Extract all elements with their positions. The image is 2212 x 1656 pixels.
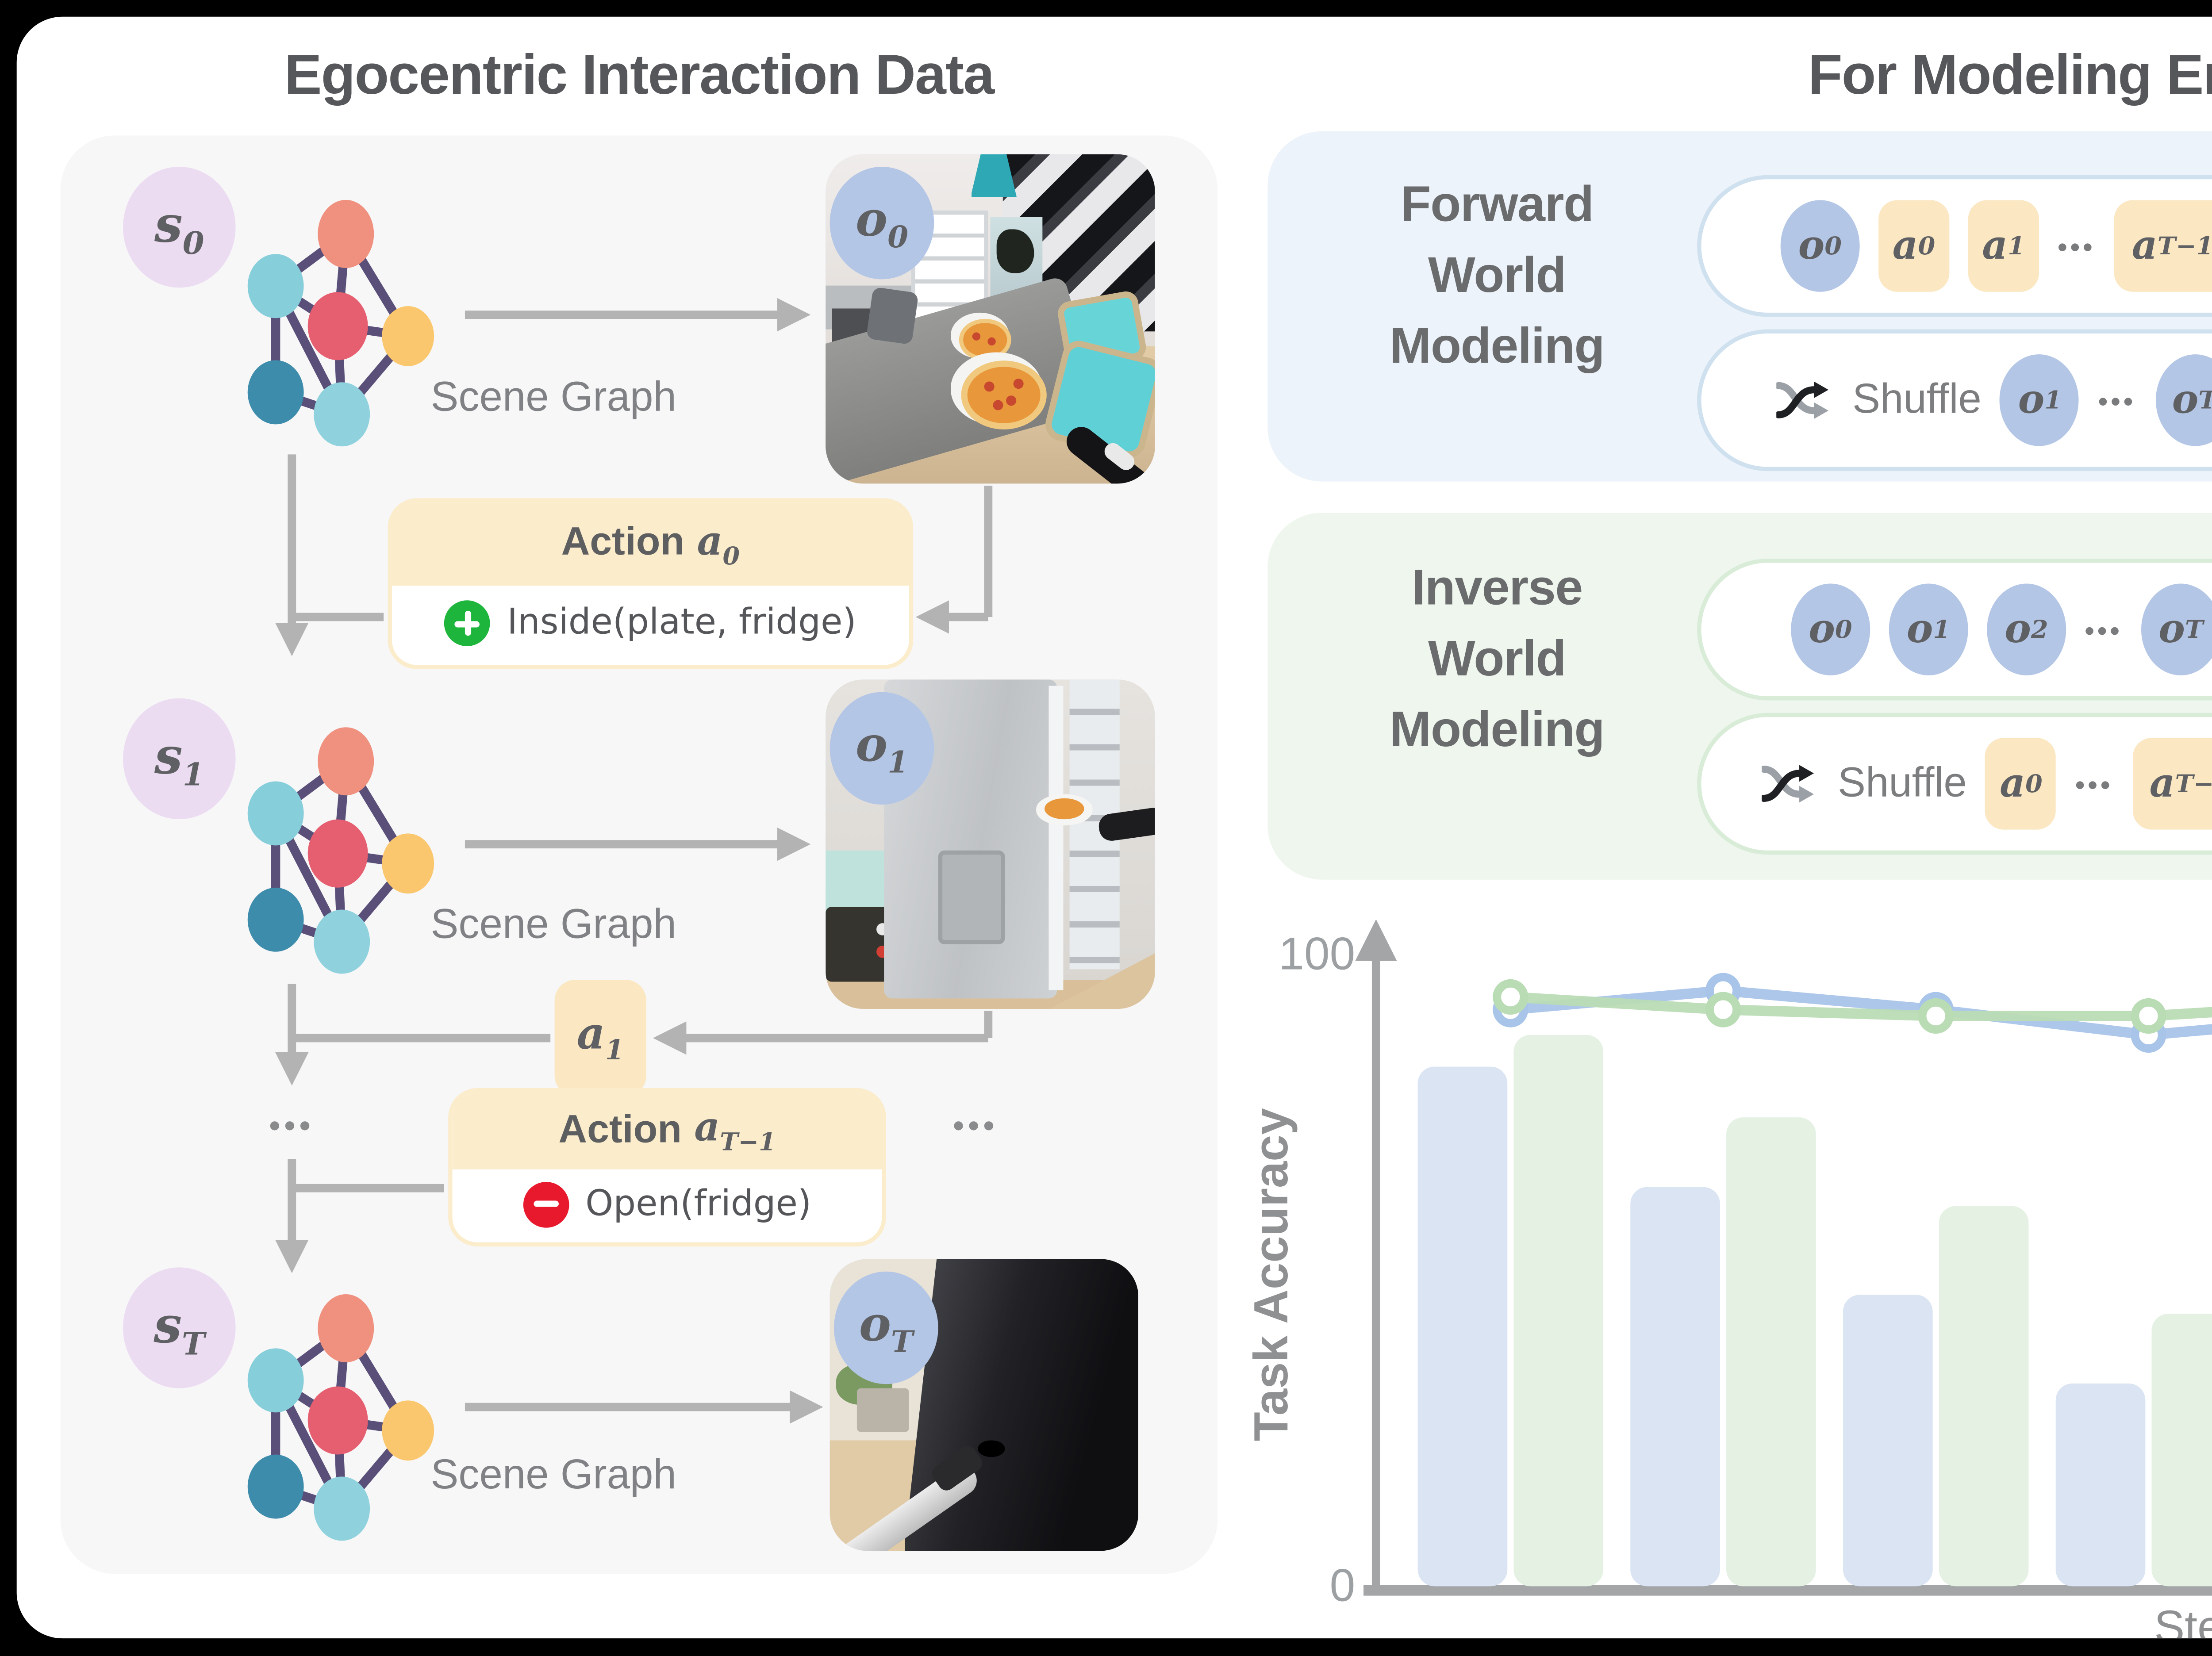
scene-graph-s1: [247, 727, 434, 974]
action-aT1-body: Open(fridge): [452, 1169, 882, 1238]
inverse-shuffle-sequence: Shuffle a0 ••• aT−1: [1697, 713, 2212, 855]
ellipsis: •••: [2098, 384, 2136, 416]
photo-cabinet: [857, 1387, 910, 1431]
scene-graph-label-1: Scene Graph: [430, 375, 676, 421]
action-aT1-text: Open(fridge): [585, 1183, 812, 1225]
right-title: For Modeling Embodied Cognition: [1808, 43, 2212, 107]
token-oT: oT: [2154, 354, 2212, 446]
photo-fridge-dispenser: [937, 851, 1006, 945]
task-accuracy-chart: 100 0: [1279, 919, 2212, 1610]
svg-text:0: 0: [1330, 1559, 1356, 1610]
inverse-label-line3: Modeling: [1390, 702, 1605, 759]
scene-graph-s0: [247, 199, 434, 447]
shuffle-icon: [1777, 381, 1830, 419]
photo-pizza-small: [959, 319, 1010, 360]
action-a0-body: Inside(plate, fridge): [392, 586, 909, 661]
remove-icon: [522, 1181, 569, 1227]
inverse-label-line1: Inverse: [1411, 560, 1583, 617]
state-badge-s0: s0: [123, 167, 236, 288]
obs-badge-o1: o1: [830, 692, 934, 805]
shuffle-label: Shuffle: [1838, 759, 1967, 806]
forward-shuffle-sequence: Shuffle o1 ••• oT: [1697, 329, 2212, 472]
chart-y-axis-label: Task Accuracy: [1244, 1108, 1298, 1441]
inverse-label-line2: World: [1428, 631, 1567, 688]
shuffle-label: Shuffle: [1852, 376, 1982, 422]
scene-graph-sT: [247, 1294, 434, 1541]
scene-graph-label-2: Scene Graph: [430, 902, 676, 949]
state-badge-sT: sT: [123, 1267, 236, 1388]
photo-pizza: [1045, 798, 1084, 820]
ellipsis: •••: [2075, 768, 2113, 800]
photo-gray-chair: [865, 286, 918, 345]
left-title: Egocentric Interaction Data: [284, 43, 995, 107]
state-badge-s1: s1: [123, 698, 236, 820]
add-icon: [444, 600, 491, 646]
ellipsis-right: •••: [953, 1109, 998, 1145]
token-aT1: aT−1: [2131, 738, 2212, 830]
photo-pizza-big: [960, 360, 1046, 429]
chart-x-axis-label: Step Number: [2154, 1601, 2212, 1640]
obs-badge-oT: oT: [834, 1271, 938, 1384]
inverse-panel-label: Inverse World Modeling: [1299, 555, 1695, 767]
action-a0-text: Inside(plate, fridge): [507, 602, 856, 644]
svg-text:100: 100: [1279, 928, 1355, 979]
forward-label-line3: Modeling: [1390, 319, 1605, 376]
photo-door-hinge: [1049, 686, 1063, 989]
forward-panel-label: Forward World Modeling: [1299, 171, 1695, 383]
scene-graph-label-3: Scene Graph: [430, 1453, 676, 1499]
ellipsis: •••: [2085, 613, 2123, 645]
photo-palm: [997, 230, 1033, 273]
forward-label-line2: World: [1428, 248, 1567, 305]
ellipsis-left: •••: [269, 1109, 315, 1145]
forward-label-line1: Forward: [1400, 177, 1594, 234]
shuffle-icon: [1763, 765, 1815, 803]
obs-badge-o0: o0: [830, 167, 934, 280]
figure-card: Egocentric Interaction Data For Modeling…: [16, 16, 2212, 1640]
photo-door-handle: [978, 1440, 1006, 1458]
action-a1-chip: a1: [554, 979, 646, 1096]
ellipsis: •••: [2058, 230, 2096, 262]
